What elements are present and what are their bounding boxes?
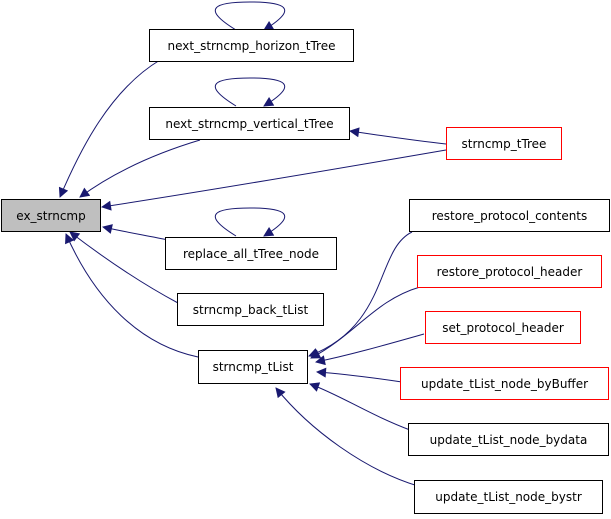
node-strncmp-ttree[interactable]: strncmp_tTree: [446, 127, 562, 160]
node-next-strncmp-vertical-ttree[interactable]: next_strncmp_vertical_tTree: [149, 107, 350, 140]
node-label: replace_all_tTree_node: [182, 246, 319, 261]
node-label: restore_protocol_contents: [431, 208, 588, 223]
node-label: update_tList_node_bystr: [435, 490, 582, 504]
node-label: strncmp_back_tList: [192, 302, 309, 317]
edge-restore-protocol-header-to-strncmp-tlist: [310, 286, 421, 359]
node-label: next_strncmp_vertical_tTree: [165, 116, 334, 131]
edge-strncmp-tlist-to-ex-strncmp: [65, 233, 199, 358]
edge-set-protocol-header-to-strncmp-tlist: [315, 333, 425, 366]
node-update-tlist-node-bydata[interactable]: update_tList_node_bydata: [408, 423, 609, 456]
node-label: update_tList_node_bydata: [429, 432, 588, 447]
node-replace-all-ttree-node[interactable]: replace_all_tTree_node: [165, 237, 337, 270]
edge-update-tlist-node-bybuffer-to-strncmp-tlist: [316, 367, 403, 383]
node-update-tlist-node-bybuffer[interactable]: update_tList_node_byBuffer: [400, 367, 609, 400]
node-label: ex_strncmp: [16, 208, 86, 223]
edge-strncmp-ttree-to-next-strncmp-vertical-ttree: [349, 127, 447, 145]
node-restore-protocol-header[interactable]: restore_protocol_header: [417, 255, 602, 288]
edge-self-next-strncmp-vertical-ttree: [214, 77, 286, 107]
node-next-strncmp-horizon-ttree[interactable]: next_strncmp_horizon_tTree: [149, 29, 354, 62]
node-label: strncmp_tTree: [461, 136, 547, 151]
edge-strncmp-ttree-to-ex-strncmp: [101, 149, 447, 211]
edge-next-strncmp-horizon-ttree-to-ex-strncmp: [58, 59, 161, 198]
node-strncmp-back-tlist[interactable]: strncmp_back_tList: [177, 293, 324, 326]
node-set-protocol-header[interactable]: set_protocol_header: [425, 311, 581, 344]
edge-replace-all-ttree-node-to-ex-strncmp: [102, 224, 169, 241]
node-strncmp-tlist[interactable]: strncmp_tList: [198, 350, 308, 384]
edge-self-replace-all-ttree-node: [214, 207, 286, 237]
node-update-tlist-node-bystr[interactable]: update_tList_node_bystr: [414, 480, 603, 514]
node-label: restore_protocol_header: [436, 264, 583, 279]
node-label: strncmp_tList: [212, 360, 294, 374]
edge-self-next-strncmp-horizon-ttree: [214, 1, 286, 31]
node-restore-protocol-contents[interactable]: restore_protocol_contents: [409, 199, 610, 232]
node-label: next_strncmp_horizon_tTree: [167, 38, 336, 53]
edge-update-tlist-node-bydata-to-strncmp-tlist: [309, 382, 411, 431]
edge-next-strncmp-vertical-ttree-to-ex-strncmp: [79, 139, 201, 198]
edge-update-tlist-node-bystr-to-strncmp-tlist: [275, 387, 419, 487]
node-label: update_tList_node_byBuffer: [420, 376, 589, 391]
node-ex-strncmp[interactable]: ex_strncmp: [1, 199, 101, 232]
edge-strncmp-back-tlist-to-ex-strncmp: [69, 231, 179, 304]
node-label: set_protocol_header: [442, 320, 564, 335]
